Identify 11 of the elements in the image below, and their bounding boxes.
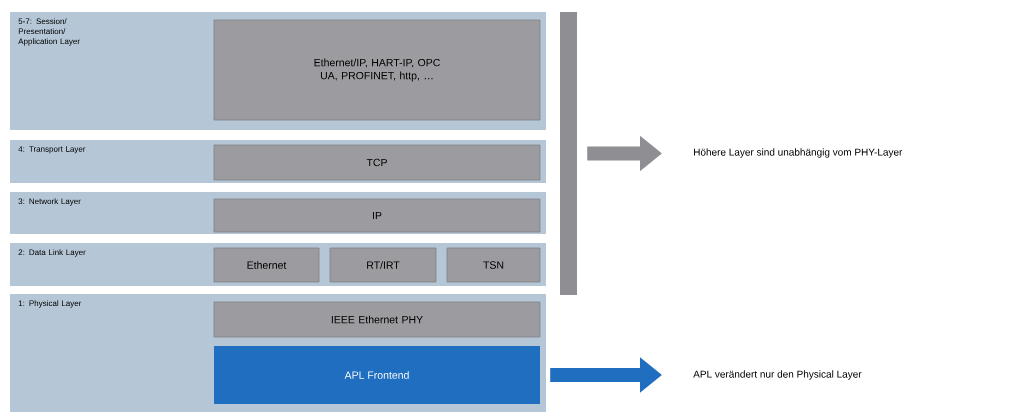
protocol-box: IP: [213, 198, 541, 233]
protocol-box: IEEE Ethernet PHY: [213, 301, 541, 338]
bracket-bar: [560, 12, 577, 295]
protocol-box: Ethernet: [213, 247, 320, 283]
protocol-box: TCP: [213, 144, 541, 181]
protocol-box: Ethernet/IP, HART-IP, OPC UA, PROFINET, http, …: [213, 19, 541, 121]
protocol-box: RT/IRT: [329, 247, 437, 283]
protocol-box: TSN: [446, 247, 541, 283]
note-text: Höhere Layer sind unabhängig vom PHY-Layer: [694, 148, 903, 158]
note-text: APL verändert nur den Physical Layer: [693, 370, 862, 380]
highlighted-box: APL Frontend: [214, 346, 540, 404]
